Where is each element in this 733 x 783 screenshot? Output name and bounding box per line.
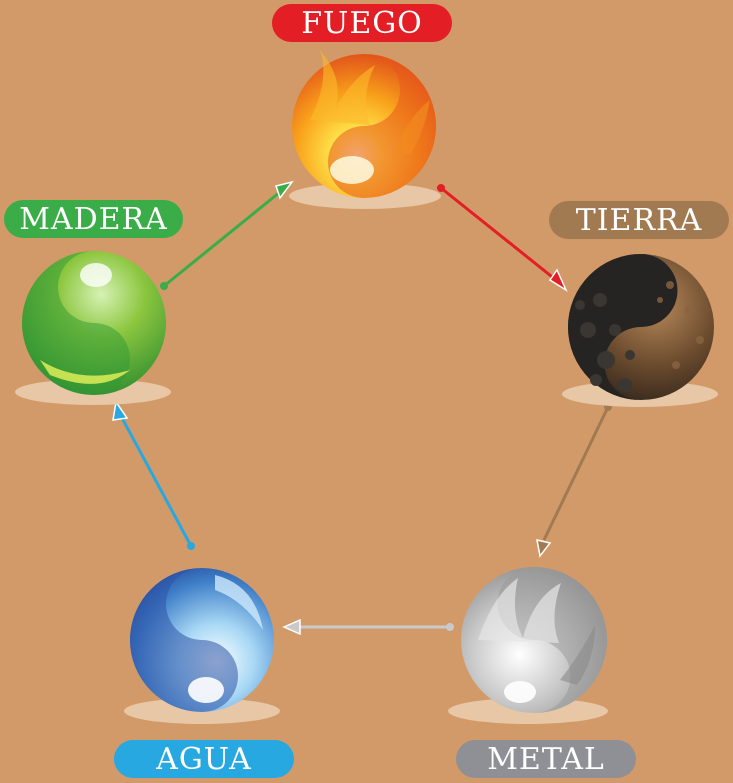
metal-sphere bbox=[461, 567, 607, 713]
agua-label: AGUA bbox=[114, 740, 294, 778]
fuego-label: FUEGO bbox=[272, 4, 452, 42]
arrow-madera-to-fuego bbox=[160, 180, 294, 290]
madera-sphere bbox=[22, 251, 166, 395]
fuego-sphere bbox=[292, 50, 436, 198]
metal-label: METAL bbox=[456, 740, 636, 778]
arrow-metal-to-agua bbox=[282, 618, 454, 636]
arrow-agua-to-madera bbox=[112, 400, 195, 550]
madera-label: MADERA bbox=[4, 200, 183, 238]
arrow-fuego-to-tierra bbox=[437, 184, 568, 292]
tierra-sphere bbox=[568, 254, 714, 400]
agua-sphere bbox=[130, 568, 274, 712]
arrow-tierra-to-metal bbox=[536, 403, 612, 558]
tierra-label: TIERRA bbox=[549, 201, 729, 239]
